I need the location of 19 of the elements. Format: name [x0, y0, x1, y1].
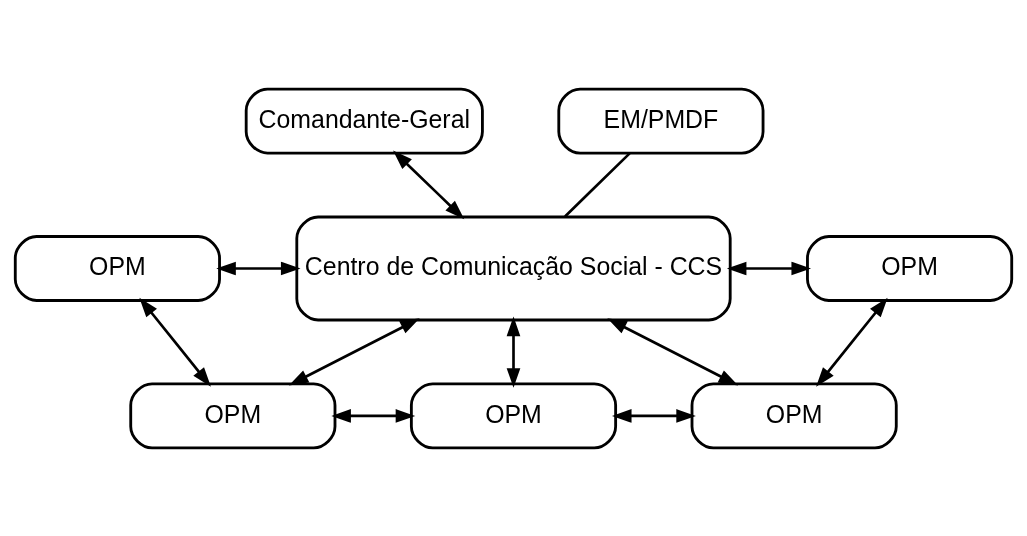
node-box: OPM — [806, 234, 1014, 302]
node-box: OPM — [129, 382, 337, 449]
arrow — [607, 317, 739, 385]
connector — [564, 151, 631, 217]
arrow — [393, 150, 465, 219]
node-box: Comandante-Geral — [244, 87, 484, 154]
node-box: Centro de Comunicação Social - CCS — [295, 215, 732, 321]
node-box: OPM — [409, 382, 618, 449]
arrow — [816, 297, 888, 387]
arrow — [216, 261, 301, 275]
arrow — [611, 408, 696, 423]
node-box: OPM — [13, 234, 221, 302]
node-box: OPM — [690, 382, 898, 449]
arrow — [139, 297, 211, 387]
node-box: EM/PMDF — [557, 87, 765, 154]
arrow — [506, 316, 521, 388]
arrow — [288, 317, 420, 385]
arrow — [331, 408, 416, 423]
arrow — [726, 261, 811, 275]
